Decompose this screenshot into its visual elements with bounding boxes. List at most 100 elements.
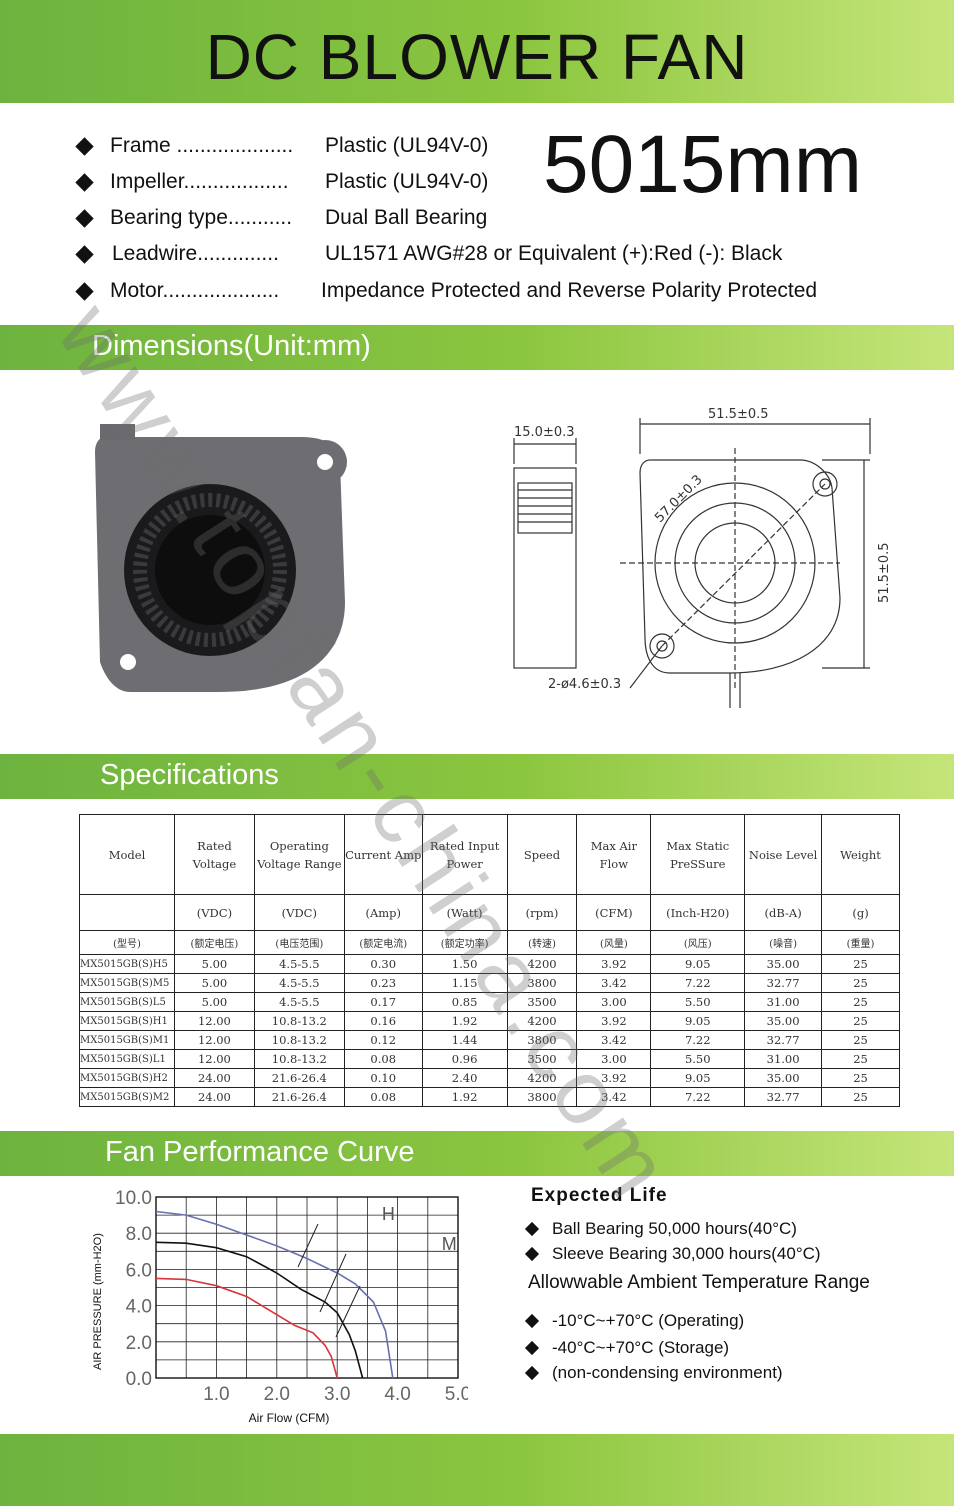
- spec-table: Model Rated Voltage Operating Voltage Ra…: [79, 814, 900, 1107]
- dimensions-title: Dimensions(Unit:mm): [92, 330, 371, 362]
- footer-band: [0, 1434, 954, 1506]
- cn-cell: (风压): [650, 930, 746, 955]
- table-cell: 0.23: [343, 973, 423, 993]
- table-cell: 7.22: [650, 973, 746, 993]
- table-cell: 1.15: [421, 973, 508, 993]
- x-axis-label: Air Flow (CFM): [249, 1411, 330, 1425]
- table-cell: 9.05: [650, 1011, 746, 1031]
- series-label-m: M: [442, 1234, 457, 1254]
- page-title: DC BLOWER FAN: [205, 21, 749, 93]
- feature-value: UL1571 AWG#28 or Equivalent (+):Red (-):…: [325, 242, 783, 265]
- table-cell: 12.00: [173, 1011, 255, 1031]
- bullet-diamond-icon: [75, 282, 94, 301]
- cn-cell: (噪音): [744, 930, 823, 955]
- col-header: Operating Voltage Range: [253, 814, 345, 895]
- table-cell: 25: [821, 1068, 900, 1088]
- y-tick-label: 0.0: [126, 1369, 152, 1390]
- table-cell: 3.92: [576, 1068, 652, 1088]
- table-cell: 25: [821, 1049, 900, 1069]
- table-cell: 25: [821, 1030, 900, 1050]
- col-header: Speed: [506, 814, 578, 895]
- y-tick-label: 6.0: [126, 1260, 152, 1281]
- bullet-diamond-icon: [524, 1221, 540, 1237]
- table-cell: 3.42: [576, 973, 652, 993]
- cn-cell: (额定电流): [343, 930, 423, 955]
- x-tick-label: 3.0: [324, 1384, 350, 1405]
- model-cell: MX5015GB(S)M1: [79, 1030, 175, 1050]
- col-header: Current Amp: [343, 814, 423, 895]
- x-tick-label: 5.0: [445, 1384, 468, 1405]
- bullet-diamond-icon: [75, 173, 94, 192]
- x-tick-label: 1.0: [203, 1384, 229, 1405]
- y-tick-label: 10.0: [115, 1188, 152, 1209]
- table-cell: 24.00: [173, 1087, 255, 1107]
- table-cell: 4200: [506, 1011, 578, 1031]
- col-header: Rated Input Power: [421, 814, 508, 895]
- y-tick-label: 4.0: [126, 1297, 152, 1318]
- cn-cell: (风量): [576, 930, 652, 955]
- model-cell: MX5015GB(S)M5: [79, 973, 175, 993]
- model-cell: MX5015GB(S)H1: [79, 1011, 175, 1031]
- feature-value: Plastic (UL94V-0): [325, 134, 489, 157]
- x-tick-label: 2.0: [264, 1384, 290, 1405]
- table-cell: 12.00: [173, 1049, 255, 1069]
- table-cell: 0.12: [343, 1030, 423, 1050]
- unit-cell: (g): [821, 894, 900, 931]
- table-cell: 1.92: [421, 1011, 508, 1031]
- expected-life-heading: Expected Life: [531, 1185, 668, 1206]
- table-cell: 32.77: [744, 1030, 823, 1050]
- table-cell: 5.50: [650, 992, 746, 1012]
- table-cell: 32.77: [744, 973, 823, 993]
- series-line-l: [155, 1277, 338, 1379]
- table-cell: 7.22: [650, 1087, 746, 1107]
- col-header: Max Static PreSSure: [650, 814, 746, 895]
- table-cell: 3.42: [576, 1030, 652, 1050]
- table-cell: 0.17: [343, 992, 423, 1012]
- cn-cell: (型号): [79, 930, 175, 955]
- plot-frame: [155, 1196, 459, 1379]
- unit-cell: (rpm): [506, 894, 578, 931]
- table-cell: 4.5-5.5: [253, 973, 345, 993]
- specifications-band: [0, 754, 954, 799]
- table-cell: 1.92: [421, 1087, 508, 1107]
- cn-cell: (重量): [821, 930, 900, 955]
- y-tick-label: 2.0: [126, 1333, 152, 1354]
- cn-cell: (额定电压): [173, 930, 255, 955]
- specifications-title: Specifications: [100, 759, 279, 791]
- unit-cell: (VDC): [253, 894, 345, 931]
- feature-value: Impedance Protected and Reverse Polarity…: [321, 279, 818, 302]
- table-cell: 3500: [506, 992, 578, 1012]
- table-cell: 9.05: [650, 1068, 746, 1088]
- table-cell: 5.50: [650, 1049, 746, 1069]
- col-header: Weight: [821, 814, 900, 895]
- temperature-heading: Allowwable Ambient Temperature Range: [528, 1272, 870, 1293]
- table-cell: 0.08: [343, 1087, 423, 1107]
- model-cell: MX5015GB(S)L5: [79, 992, 175, 1012]
- y-axis-label: AIR PRESSURE (mm-H2O): [92, 1233, 104, 1370]
- table-cell: 7.22: [650, 1030, 746, 1050]
- x-tick-label: 4.0: [384, 1384, 410, 1405]
- table-cell: 32.77: [744, 1087, 823, 1107]
- callout-leader: [335, 1285, 361, 1338]
- table-cell: 4200: [506, 1068, 578, 1088]
- table-cell: 3.92: [576, 954, 652, 974]
- table-cell: 5.00: [173, 973, 255, 993]
- table-cell: 3500: [506, 1049, 578, 1069]
- table-cell: 3.92: [576, 1011, 652, 1031]
- cn-cell: (额定功率): [421, 930, 508, 955]
- series-line-m: [155, 1241, 364, 1379]
- dim-height: 51.5±0.5: [877, 542, 892, 603]
- callout-leader: [319, 1253, 347, 1313]
- table-cell: 24.00: [173, 1068, 255, 1088]
- col-header: Noise Level: [744, 814, 823, 895]
- table-cell: 1.50: [421, 954, 508, 974]
- col-header: Max Air Flow: [576, 814, 652, 895]
- spec-cn-row: (型号) (额定电压) (电压范围) (额定电流) (额定功率) (转速) (风…: [79, 930, 900, 955]
- table-cell: 5.00: [173, 992, 255, 1012]
- table-cell: 10.8-13.2: [253, 1049, 345, 1069]
